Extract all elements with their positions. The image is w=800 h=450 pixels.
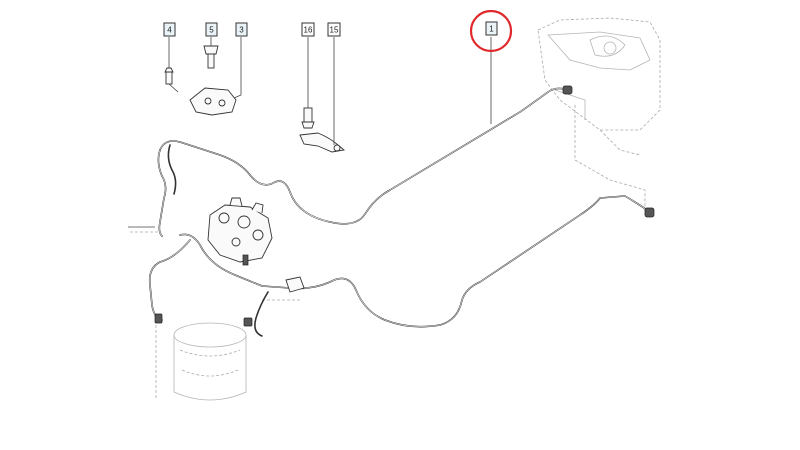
- ref-tag-1[interactable]: 1: [485, 21, 498, 36]
- ref-tag-5-label: 5: [209, 26, 214, 35]
- fuel-return-pipe: [148, 195, 655, 337]
- ref-tag-3[interactable]: 3: [235, 22, 248, 37]
- ref-tag-15-label: 15: [330, 26, 339, 35]
- bolt-part-4: [164, 67, 179, 93]
- clip-part-16: [301, 107, 315, 129]
- ref-tag-15[interactable]: 15: [327, 22, 341, 37]
- ref-tag-3-label: 3: [239, 26, 244, 35]
- ref-tag-5[interactable]: 5: [205, 22, 218, 37]
- ref-tag-16-label: 16: [304, 26, 313, 35]
- clamp-part-15: [299, 132, 346, 153]
- leader-lines: [128, 37, 492, 228]
- bolt-part-5: [203, 45, 219, 69]
- vehicle-body-ghost: [537, 17, 661, 215]
- highlight-circle: [469, 9, 513, 53]
- mounting-bracket: [189, 87, 237, 116]
- ref-tag-1-label: 1: [489, 25, 494, 34]
- ref-tag-4[interactable]: 4: [163, 22, 176, 37]
- fuel-filter-ghost: [130, 231, 300, 401]
- ref-tag-16[interactable]: 16: [301, 22, 315, 37]
- injection-pump: [207, 197, 273, 266]
- ref-tag-4-label: 4: [167, 26, 172, 35]
- fuel-feed-pipe: [157, 85, 573, 237]
